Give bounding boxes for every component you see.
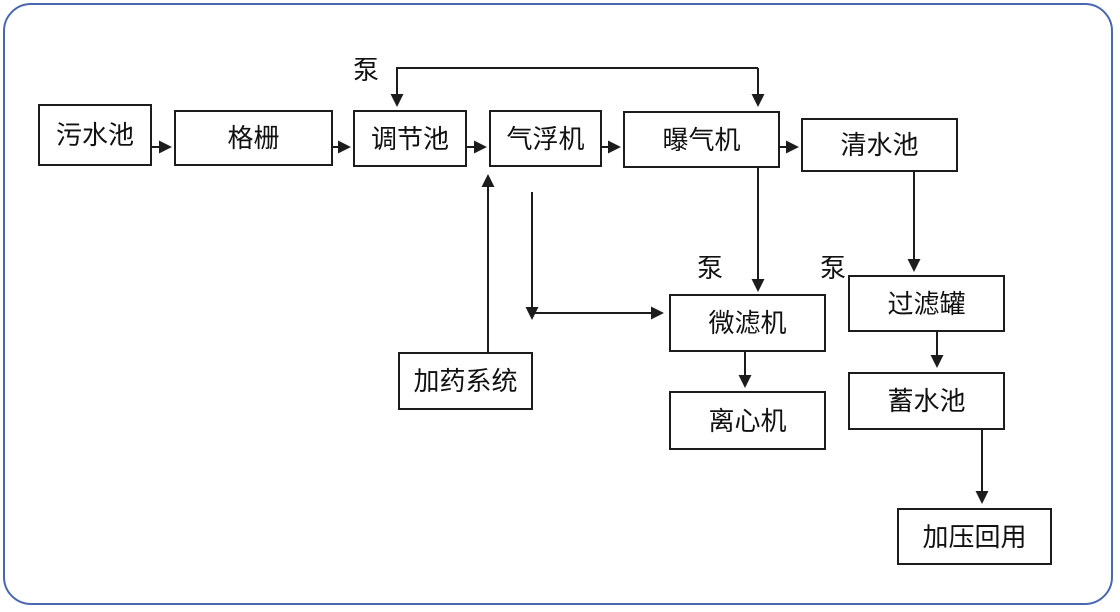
node-regulating-tank: 调节池 — [353, 110, 467, 167]
diagram-border — [3, 3, 1113, 605]
node-aerator: 曝气机 — [623, 111, 780, 168]
node-filter-tank: 过滤罐 — [848, 275, 1005, 332]
node-centrifuge: 离心机 — [669, 391, 826, 450]
pump-label-filter-tank: 泵 — [820, 253, 847, 283]
node-dosing-system: 加药系统 — [398, 352, 533, 410]
node-microfilter: 微滤机 — [669, 294, 826, 352]
pump-label-microfilter: 泵 — [697, 253, 724, 283]
node-storage-tank: 蓄水池 — [848, 372, 1005, 430]
node-air-flotation: 气浮机 — [489, 110, 602, 167]
node-bar-screen: 格栅 — [174, 110, 333, 166]
node-sewage-pool: 污水池 — [38, 104, 152, 166]
node-clean-water-tank: 清水池 — [801, 118, 958, 172]
node-pressurized-reuse: 加压回用 — [897, 508, 1052, 565]
pump-label-regulating: 泵 — [353, 55, 380, 85]
